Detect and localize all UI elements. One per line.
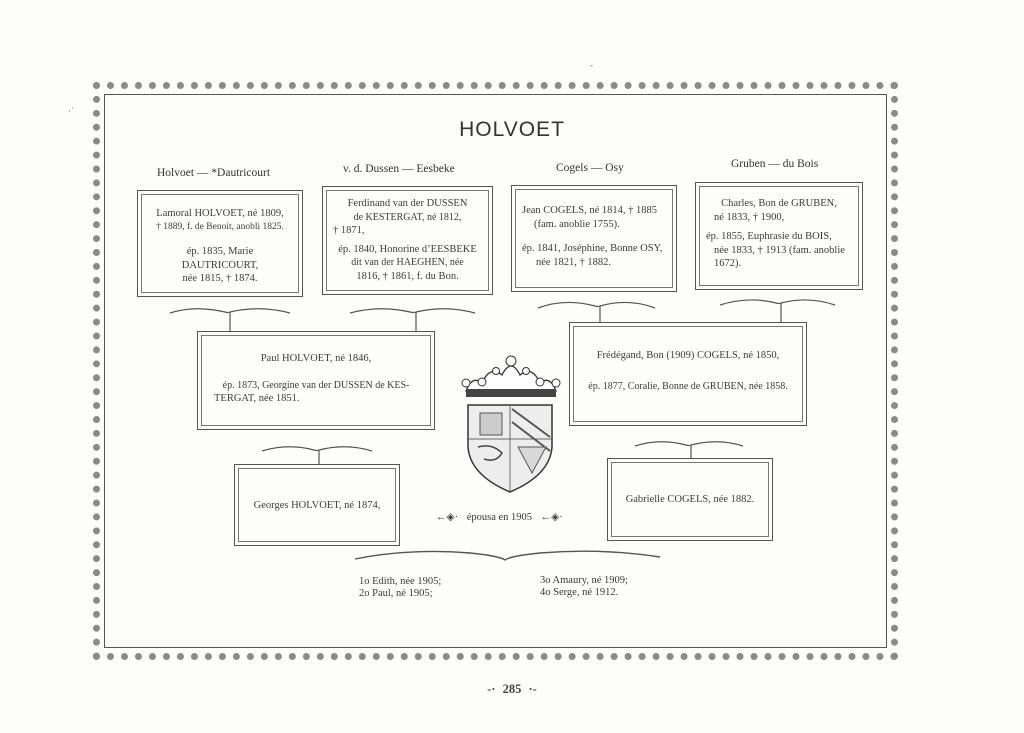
connector-brace bbox=[169, 308, 291, 314]
coat-of-arms-icon bbox=[461, 355, 561, 493]
inner-frame bbox=[104, 94, 887, 648]
page-title: HOLVOET bbox=[459, 118, 565, 141]
column-header-holvoet: Holvoet — *Dautricourt bbox=[157, 167, 271, 179]
column-header-cogels: Cogels — Osy bbox=[556, 162, 624, 174]
connector-brace bbox=[634, 441, 744, 447]
connector-brace bbox=[261, 446, 373, 452]
child-entry: 3o Amaury, né 1909; bbox=[540, 575, 628, 586]
child-entry: 1o Edith, née 1905; bbox=[359, 576, 442, 587]
scan-speck: - bbox=[590, 60, 593, 70]
column-header-dussen: v. d. Dussen — Eesbeke bbox=[343, 163, 455, 175]
ornamental-border bbox=[93, 82, 898, 660]
child-entry: 4o Serge, né 1912. bbox=[540, 587, 619, 598]
page-number: -· 285 ·- bbox=[0, 682, 1024, 697]
person-box-gabrielle-cogels: Gabrielle COGELS, née 1882. bbox=[607, 458, 773, 541]
person-box-georges-holvoet: Georges HOLVOET, né 1874, bbox=[234, 464, 400, 546]
scan-speck: ·˙ bbox=[68, 106, 74, 116]
person-box-fredegand-cogels: Frédégand, Bon (1909) COGELS, né 1850, é… bbox=[569, 322, 807, 426]
connector-brace bbox=[537, 301, 656, 309]
connector-brace bbox=[349, 308, 476, 314]
marriage-note: ←◈· épousa en 1905 ←◈· bbox=[436, 511, 563, 523]
children-list-left: 1o Edith, née 1905; 2o Paul, né 1905; bbox=[359, 576, 441, 600]
person-box-jean-cogels: Jean COGELS, né 1814, † 1885 (fam. anobl… bbox=[511, 185, 677, 292]
ornament-icon: ·- bbox=[528, 682, 537, 696]
column-header-gruben: Gruben — du Bois bbox=[731, 158, 819, 170]
connector-brace bbox=[719, 299, 836, 306]
page-number-value: 285 bbox=[502, 682, 522, 696]
ornament-icon: ←◈· bbox=[540, 512, 563, 523]
person-box-charles-gruben: Charles, Bon de GRUBEN, né 1833, † 1900,… bbox=[695, 182, 863, 290]
person-box-lamoral-holvoet: Lamoral HOLVOET, né 1809, † 1889, f. de … bbox=[137, 190, 303, 297]
ornament-icon: ←◈· bbox=[436, 512, 459, 523]
person-box-paul-holvoet: Paul HOLVOET, né 1846, ép. 1873, Georgin… bbox=[197, 331, 435, 430]
person-box-ferdinand-dussen: Ferdinand van der DUSSEN de KESTERGAT, n… bbox=[322, 186, 493, 295]
ornament-icon: -· bbox=[487, 682, 496, 696]
marriage-text: épousa en 1905 bbox=[466, 512, 533, 523]
children-list-right: 3o Amaury, né 1909; 4o Serge, né 1912. bbox=[540, 575, 628, 599]
child-entry: 2o Paul, né 1905; bbox=[359, 588, 433, 599]
crown-icon bbox=[461, 355, 561, 397]
children-brace bbox=[354, 550, 661, 561]
